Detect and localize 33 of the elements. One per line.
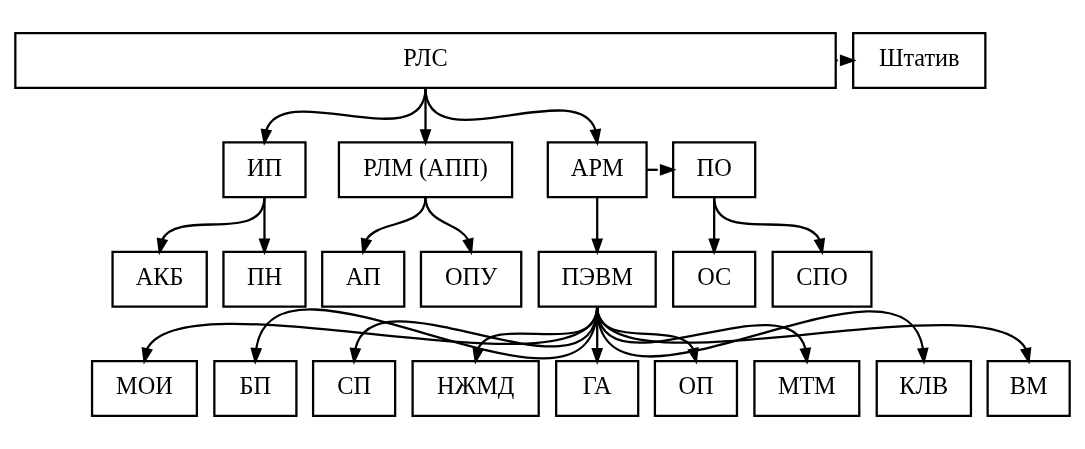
node-box: НЖМД [411,360,540,418]
arrow [713,196,826,256]
arrow [591,197,604,256]
node-box: ВМ [986,360,1071,418]
arrow [141,306,599,365]
node-box: ИП [222,141,307,199]
node-box: РЛМ (АПП) [337,141,514,199]
node-box: АКБ [111,250,208,308]
node-box: ОС [672,250,757,308]
arrow [835,54,857,67]
node-box: Штатив [852,31,987,89]
node-box: МОИ [90,360,198,418]
arrow [424,87,602,146]
node-box: ОП [653,360,739,418]
node-box: БП [213,360,298,418]
node-box: ГА [555,360,640,418]
node-box: ОПУ [419,250,523,308]
arrow [360,197,427,256]
node-box: МТМ [753,360,861,418]
node-box: ПЭВМ [537,250,657,308]
arrow [419,87,432,146]
node-box: ПО [672,141,757,199]
arrow [250,306,599,365]
node-box: АП [321,250,406,308]
node-box: СПО [771,250,873,308]
node-box: КЛВ [875,360,973,418]
arrow [260,87,427,146]
arrow [424,197,474,256]
arrow [258,197,271,256]
node-box: АРМ [546,141,648,199]
arrow [156,196,266,256]
node-box: СП [311,360,397,418]
node-box: ПН [222,250,307,308]
